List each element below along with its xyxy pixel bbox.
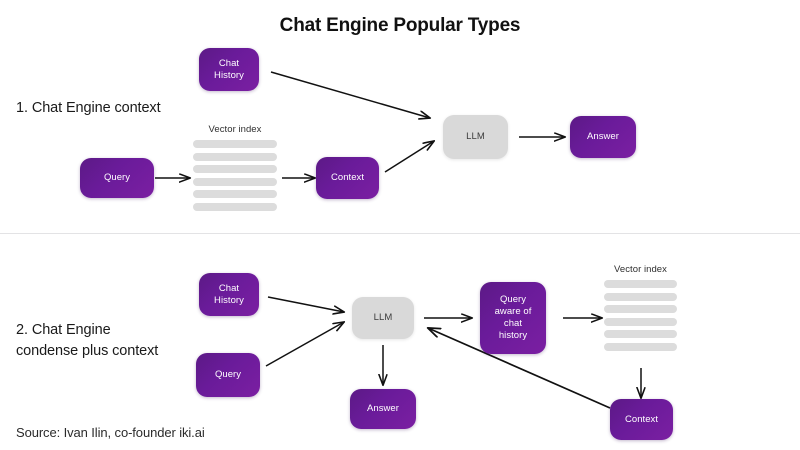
source-credit: Source: Ivan Ilin, co-founder iki.ai — [16, 425, 205, 440]
vector-index-bar — [604, 280, 677, 288]
vector-index-2: Vector index — [604, 264, 677, 356]
vector-index-bar — [193, 190, 277, 199]
arrow-chat-history-to-llm-s1 — [270, 71, 430, 118]
arrow-chat-history-to-llm-s2 — [267, 296, 344, 312]
vector-index-bar — [604, 330, 677, 339]
node-chat-history-2[interactable]: Chat History — [199, 273, 259, 316]
node-context-1[interactable]: Context — [316, 157, 379, 199]
node-query-aware-of-chat-history[interactable]: Query aware of chat history — [480, 282, 546, 354]
page-title: Chat Engine Popular Types — [279, 15, 521, 36]
vector-index-bar — [604, 292, 677, 301]
vector-index-bars-2 — [604, 280, 677, 356]
node-llm-1[interactable]: LLM — [443, 115, 508, 159]
section-divider — [0, 233, 800, 234]
section-label-1: 1. Chat Engine context — [16, 100, 161, 116]
vector-index-bar — [193, 177, 277, 186]
node-chat-history-1[interactable]: Chat History — [199, 48, 259, 91]
node-query-1[interactable]: Query — [80, 158, 154, 198]
vector-index-bar — [193, 202, 277, 211]
arrow-query-to-llm-s2 — [265, 322, 344, 367]
vector-index-1: Vector index — [193, 124, 277, 216]
node-query-2[interactable]: Query — [196, 353, 260, 397]
vector-index-bar — [604, 305, 677, 314]
vector-index-caption-1: Vector index — [208, 124, 262, 135]
vector-index-bars-1 — [193, 140, 277, 216]
node-context-2[interactable]: Context — [610, 399, 673, 440]
vector-index-bar — [193, 152, 277, 161]
vector-index-bar — [604, 342, 677, 351]
vector-index-bar — [604, 317, 677, 326]
vector-index-bar — [193, 165, 277, 174]
arrow-context-to-llm-s1 — [384, 141, 434, 173]
node-answer-1[interactable]: Answer — [570, 116, 636, 158]
section-label-2: 2. Chat Engine condense plus context — [16, 322, 159, 359]
vector-index-bar — [193, 140, 277, 148]
vector-index-caption-2: Vector index — [614, 264, 667, 275]
node-answer-2[interactable]: Answer — [350, 389, 416, 429]
node-llm-2[interactable]: LLM — [352, 297, 414, 339]
